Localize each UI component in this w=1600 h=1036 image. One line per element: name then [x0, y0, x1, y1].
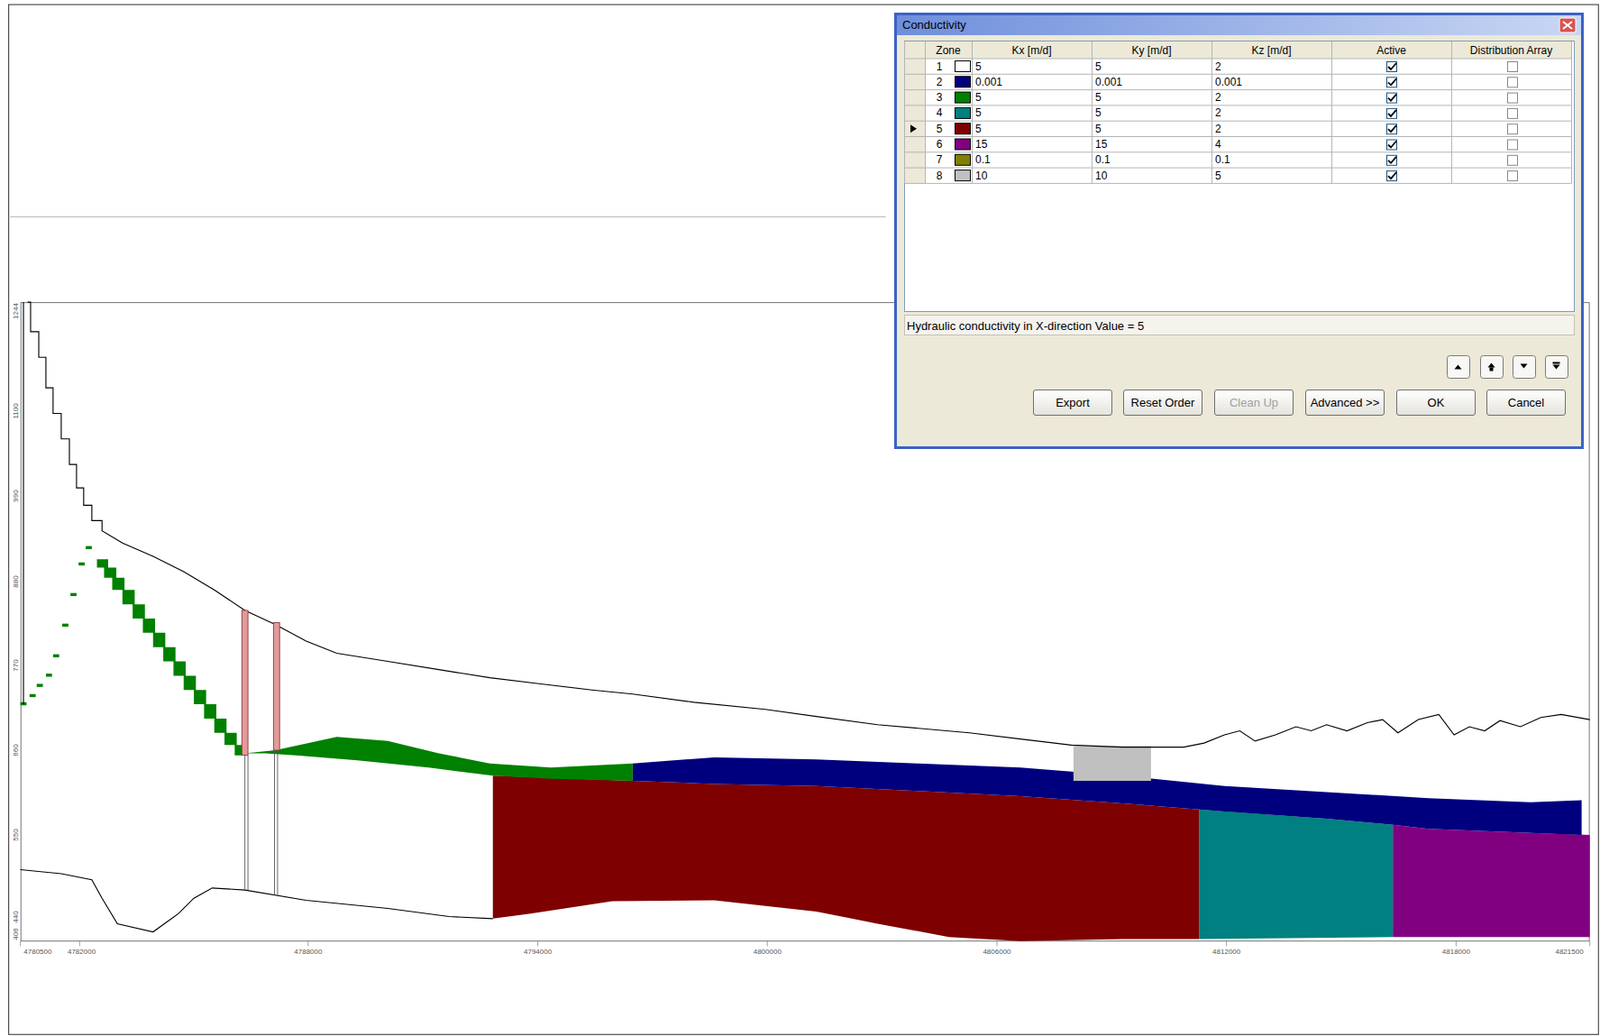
table-cell: 7 [924, 152, 954, 167]
table-cell: 5 [975, 121, 982, 137]
axis-label: 770 [11, 658, 20, 671]
axis-label: 4821500 [1554, 947, 1583, 956]
axis-label: 1100 [11, 403, 20, 420]
dialog-button: Reset Order [1123, 389, 1203, 416]
table-cell: 3 [924, 90, 954, 105]
table-cell: 5 [1095, 59, 1102, 74]
column-header: Ky [m/d] [1091, 43, 1212, 58]
button-label: Cancel [1508, 395, 1545, 410]
table-cell: 8 [924, 168, 954, 183]
axis-label: 4818000 [1442, 947, 1471, 956]
dialog-button: Export [1033, 389, 1113, 416]
table-cell: 5 [1095, 105, 1102, 120]
column-header: Distribution Array [1451, 43, 1572, 58]
table-cell: 4 [924, 105, 954, 120]
dialog-button: OK [1396, 389, 1476, 416]
column-header: Kx [m/d] [971, 43, 1092, 58]
axis-label: 990 [11, 489, 20, 502]
axis-label: 406 [11, 927, 20, 940]
table-cell: 0.1 [1215, 152, 1231, 167]
table-cell: 0.001 [1095, 74, 1123, 90]
table-cell: 10 [1095, 168, 1107, 183]
table-cell: 5 [975, 105, 982, 120]
table-cell: 15 [1095, 137, 1107, 152]
table-cell: 2 [1215, 90, 1222, 105]
table-cell: 5 [975, 90, 982, 105]
axis-label: 880 [11, 576, 20, 588]
table-cell: 5 [975, 59, 982, 74]
button-label: Export [1055, 395, 1090, 410]
table-cell: 2 [1215, 121, 1222, 137]
axis-label: 660 [11, 743, 20, 756]
axis-label: 4794000 [523, 947, 552, 956]
table-cell: 0.001 [975, 74, 1003, 90]
axis-label: 550 [11, 828, 20, 841]
table-cell: 2 [1215, 59, 1222, 74]
table-cell: 4 [1215, 137, 1222, 152]
table-cell: 0.1 [975, 152, 991, 167]
dialog-button: Clean Up [1214, 389, 1294, 416]
axis-label: 4800000 [753, 947, 782, 956]
table-cell: 6 [924, 137, 954, 152]
table-cell: 10 [975, 168, 988, 183]
table-cell: 5 [1215, 168, 1222, 183]
dialog-button: Cancel [1486, 389, 1566, 416]
table-cell: 0.1 [1095, 152, 1111, 167]
table-cell: 5 [924, 121, 954, 137]
axis-label: 440 [11, 910, 20, 923]
table-cell: 2 [924, 74, 954, 90]
table-cell: 2 [1215, 105, 1222, 120]
table-cell: 15 [975, 137, 988, 152]
table-cell: 1 [924, 59, 954, 74]
button-label: OK [1427, 395, 1445, 410]
window-title: Conductivity [902, 18, 967, 33]
table-cell: 5 [1095, 121, 1102, 137]
button-label: Clean Up [1229, 395, 1279, 410]
column-header: Active [1331, 43, 1452, 58]
axis-label: 4780500 [23, 947, 52, 956]
column-header: Zone [924, 43, 972, 58]
dialog-button: Advanced >> [1305, 389, 1385, 416]
axis-label: 4788000 [293, 947, 322, 956]
axis-label: 4782000 [67, 947, 96, 956]
button-label: Advanced >> [1310, 395, 1381, 410]
table-cell: 0.001 [1215, 74, 1243, 90]
column-header: Kz [m/d] [1211, 43, 1332, 58]
axis-label: 1244 [11, 302, 20, 320]
axis-label: 4806000 [982, 947, 1011, 956]
status-text: Hydraulic conductivity in X-direction Va… [906, 319, 1144, 334]
table-cell: 5 [1095, 90, 1102, 105]
button-label: Reset Order [1131, 395, 1196, 410]
axis-label: 4812000 [1212, 947, 1241, 956]
